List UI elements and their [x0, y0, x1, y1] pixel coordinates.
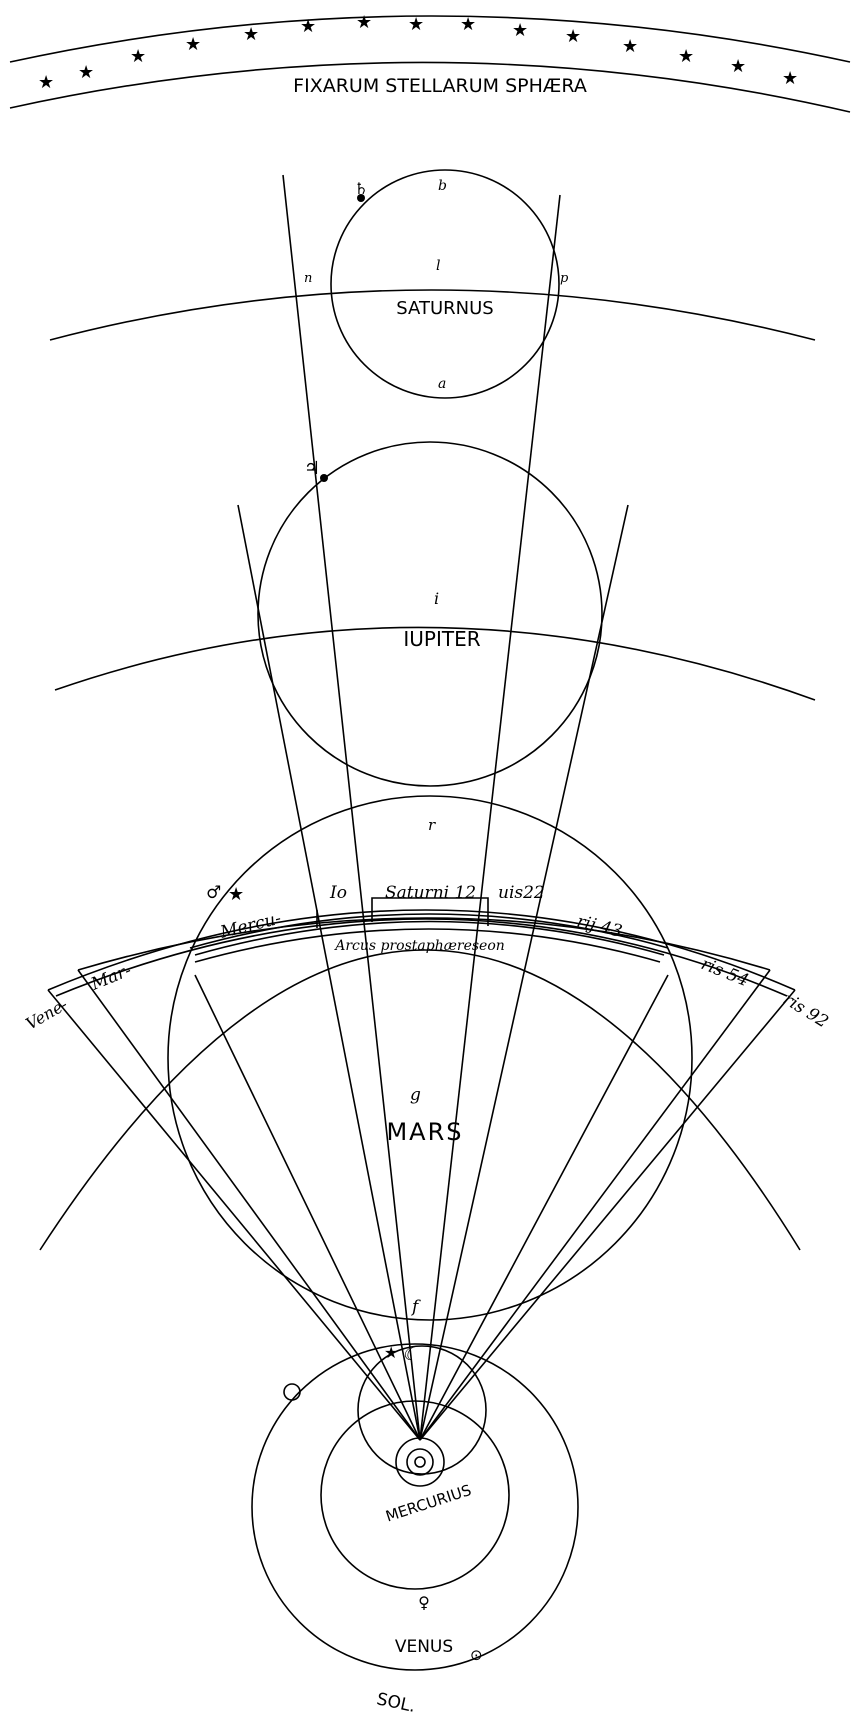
mercury-orbit-outer — [396, 1438, 444, 1486]
arcus-label: Arcus prostaphæreseon — [333, 938, 505, 954]
fixed-star-icon: ★ — [460, 14, 476, 35]
fixed-star-icon: ★ — [300, 16, 316, 37]
arc-label-io: Io — [329, 883, 347, 903]
fixed-star-icon: ★ — [565, 26, 581, 47]
moon-position-star: ★ — [384, 1343, 398, 1362]
venus-label: VENUS — [395, 1637, 453, 1657]
fixed-star-icon: ★ — [678, 46, 694, 67]
fixed-star-icon: ★ — [185, 34, 201, 55]
letter-b: b — [438, 178, 447, 194]
mars-position-star: ★ — [228, 884, 244, 905]
venus-symbol: ♀ — [418, 1593, 430, 1612]
sight-lines — [48, 175, 795, 1440]
fixed-star-icon: ★ — [512, 20, 528, 41]
arc-label-ris54: ris 54 — [698, 954, 751, 991]
letter-l: l — [436, 258, 440, 274]
moon-symbol: ☾ — [402, 1344, 418, 1365]
fixed-star-icon: ★ — [243, 24, 259, 45]
moon-epicycle — [358, 1346, 486, 1474]
fixed-star-icon: ★ — [356, 12, 372, 33]
mars-symbol: ♂ — [206, 883, 221, 903]
sphere-label: FIXARUM STELLARUM SPHÆRA — [293, 75, 587, 97]
letter-n: n — [304, 271, 312, 286]
arc-label-saturni12: Saturni 12 — [385, 883, 476, 903]
fixed-star-icon: ★ — [730, 56, 746, 77]
letter-a: a — [438, 376, 446, 392]
saturn-epicycle — [331, 170, 559, 398]
fixed-star-icon: ★ — [38, 72, 54, 93]
sol-label: SOL. — [375, 1689, 417, 1717]
earth-center — [415, 1457, 425, 1467]
jupiter-position-dot — [320, 474, 328, 482]
mercury-orbit-inner — [407, 1449, 433, 1475]
mars-epicycle — [168, 796, 692, 1320]
saturnus-label: SATURNUS — [396, 298, 493, 319]
mars-label: MARS — [386, 1118, 463, 1146]
letter-p: p — [560, 271, 569, 286]
saturn-symbol: ♄ — [354, 179, 368, 198]
sun-symbol: ⊙ — [470, 1646, 483, 1664]
fixed-star-icon: ★ — [782, 68, 798, 89]
jupiter-epicycle — [258, 442, 602, 786]
arc-label-ris92: ris 92 — [779, 989, 831, 1032]
letter-f: f — [410, 1297, 421, 1317]
letter-r: r — [428, 816, 436, 834]
fixed-star-icon: ★ — [130, 46, 146, 67]
arc-label-vene: Vene- — [23, 995, 71, 1034]
left-sun-marker — [284, 1384, 300, 1400]
fixed-star-icon: ★ — [622, 36, 638, 57]
mercurius-label: MERCURIUS — [383, 1481, 473, 1526]
arc-label-uis22: uis22 — [498, 883, 545, 903]
iupiter-label: IUPITER — [403, 627, 480, 651]
fixed-star-icon: ★ — [408, 14, 424, 35]
letter-i: i — [434, 589, 439, 608]
fixed-star-icon: ★ — [78, 62, 94, 83]
arc-label-mercu: Mercu- — [217, 908, 283, 943]
jupiter-symbol: ♃ — [304, 458, 320, 479]
letter-g: g — [410, 1085, 421, 1105]
